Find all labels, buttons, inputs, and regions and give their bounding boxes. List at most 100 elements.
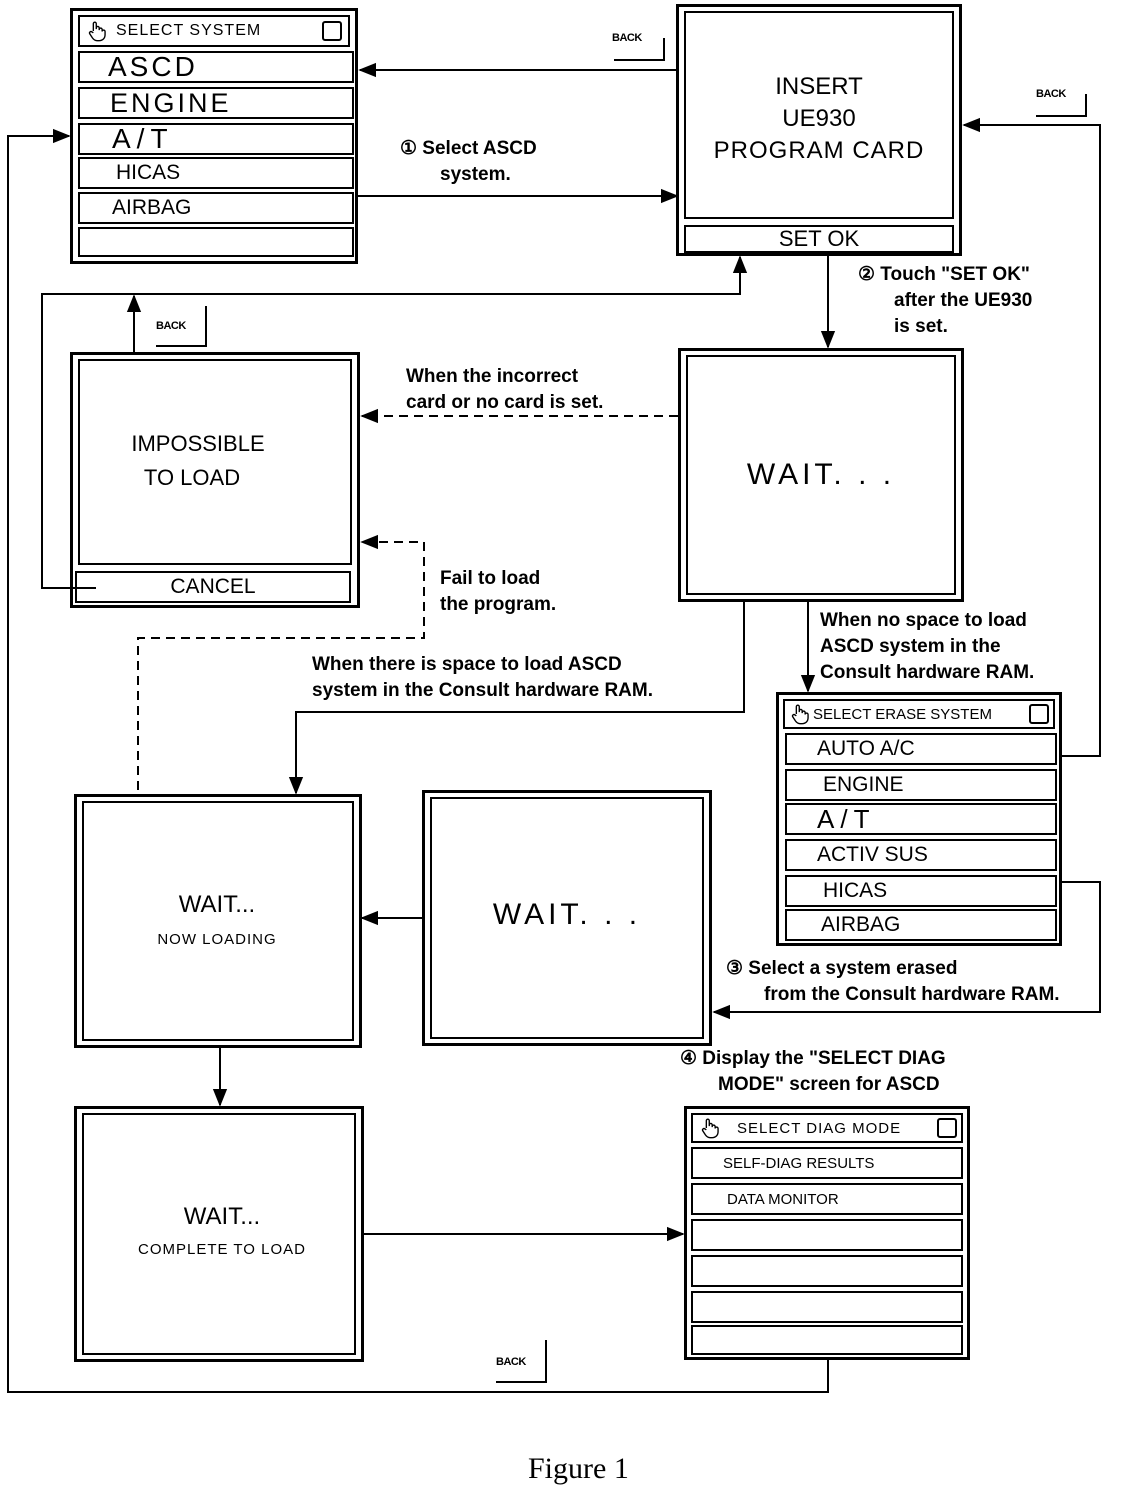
select-system-title: SELECT SYSTEM [116,22,262,39]
set-ok-button[interactable]: SET OK [684,225,954,253]
diag-item-label: SELF-DIAG RESULTS [723,1154,875,1172]
select-system-screen: SELECT SYSTEM ASCD ENGINE A/T HICAS AIRB… [70,8,358,264]
erase-item-label: AUTO A/C [817,737,915,760]
system-item-empty[interactable] [78,227,354,257]
erase-item-at[interactable]: A/T [785,803,1057,835]
system-item-at[interactable]: A/T [78,123,354,155]
erase-item-airbag[interactable]: AIRBAG [785,909,1057,941]
system-item-label: AIRBAG [112,196,192,219]
system-item-engine[interactable]: ENGINE [78,87,354,119]
screen-square-icon [322,21,342,41]
note-line: ASCD system in the [820,636,1001,657]
set-ok-label: SET OK [778,226,860,251]
system-item-ascd[interactable]: ASCD [78,51,354,83]
scroll-down-icon[interactable] [1029,704,1049,724]
note-line: from the Consult hardware RAM. [764,984,1060,1005]
insert-card-line-1: INSERT [775,73,863,100]
screen-square-icon [937,1118,957,1138]
touch-hand-icon [88,21,106,42]
insert-card-line-3: PROGRAM CARD [713,137,925,164]
figure-caption: Figure 1 [528,1452,629,1485]
note-incorrect-card: When the incorrect card or no card is se… [406,364,603,416]
select-diag-title: SELECT DIAG MODE [737,1119,902,1137]
diag-item-self-diag[interactable]: SELF-DIAG RESULTS [691,1147,963,1179]
select-diag-screen: SELECT DIAG MODE SELF-DIAG RESULTS DATA … [684,1106,970,1360]
diag-item-empty-2[interactable] [691,1255,963,1287]
diag-item-empty-3[interactable] [691,1291,963,1323]
diag-item-empty-1[interactable] [691,1219,963,1251]
note-line: the program. [440,594,557,615]
select-erase-title: SELECT ERASE SYSTEM [813,705,992,723]
erase-item-label: ACTIV SUS [817,843,928,866]
diag-item-empty-4[interactable] [691,1325,963,1355]
back-label-insert: BACK [612,32,642,44]
select-erase-header: SELECT ERASE SYSTEM [783,699,1055,729]
select-erase-screen: SELECT ERASE SYSTEM AUTO A/C ENGINE A/T … [776,692,1062,946]
note-no-space: When no space to load ASCD system in the… [820,608,1034,686]
note-step3: ③ Select a system erased from the Consul… [726,956,1060,1008]
wait-screen-middle: WAIT. . . [422,790,712,1046]
complete-load-screen: WAIT... COMPLETE TO LOAD [74,1106,364,1362]
note-line: ③ Select a system erased [726,958,958,979]
system-item-label: ENGINE [110,87,232,118]
back-label-erase: BACK [1036,88,1066,100]
impossible-line-1: IMPOSSIBLE [131,431,265,456]
note-line: When no space to load [820,610,1027,631]
complete-load-title: WAIT... [183,1203,261,1230]
note-line: Consult hardware RAM. [820,662,1035,683]
impossible-load-display [78,359,352,565]
now-loading-screen: WAIT... NOW LOADING [74,794,362,1048]
now-loading-title: WAIT... [178,891,256,918]
erase-item-label: ENGINE [823,773,904,796]
erase-item-label: A/T [817,803,876,834]
complete-load-subtitle: COMPLETE TO LOAD [138,1241,306,1258]
complete-load-display [82,1113,356,1355]
erase-item-auto-ac[interactable]: AUTO A/C [785,733,1057,765]
wait-screen-top: WAIT. . . [678,348,964,602]
system-item-label: HICAS [116,161,181,184]
note-line: after the UE930 [894,290,1033,311]
note-line: system. [440,164,511,185]
system-item-airbag[interactable]: AIRBAG [78,192,354,224]
note-line: When the incorrect [406,366,579,387]
note-line: Fail to load [440,568,541,589]
back-label-impossible: BACK [156,320,186,332]
select-diag-header: SELECT DIAG MODE [691,1113,963,1143]
note-step4: ④ Display the "SELECT DIAG MODE" screen … [680,1046,946,1098]
erase-item-hicas[interactable]: HICAS [785,875,1057,907]
note-line: ② Touch "SET OK" [858,264,1030,285]
system-item-label: ASCD [108,51,198,82]
note-line: ① Select ASCD [400,138,537,159]
wait-middle-text: WAIT. . . [492,898,642,931]
note-line: When there is space to load ASCD [312,654,622,675]
note-space-ok: When there is space to load ASCD system … [312,652,653,704]
select-system-header: SELECT SYSTEM [78,15,350,47]
system-item-hicas[interactable]: HICAS [78,157,354,189]
note-line: card or no card is set. [406,392,604,413]
erase-item-label: HICAS [823,879,888,902]
note-step2: ② Touch "SET OK" after the UE930 is set. [858,262,1032,340]
cancel-button[interactable]: CANCEL [75,571,351,603]
note-line: ④ Display the "SELECT DIAG [680,1048,946,1069]
diag-item-data-monitor[interactable]: DATA MONITOR [691,1183,963,1215]
insert-card-line-2: UE930 [782,105,856,132]
impossible-line-2: TO LOAD [143,465,241,490]
cancel-label: CANCEL [170,575,256,598]
insert-card-screen: INSERT UE930 PROGRAM CARD SET OK [676,4,962,256]
erase-item-engine[interactable]: ENGINE [785,769,1057,801]
erase-item-activ-sus[interactable]: ACTIV SUS [785,839,1057,871]
note-fail-load: Fail to load the program. [440,566,556,618]
diag-item-label: DATA MONITOR [727,1190,839,1208]
touch-hand-icon [701,1118,719,1139]
impossible-load-screen: IMPOSSIBLE TO LOAD CANCEL [70,352,360,608]
note-line: is set. [894,316,948,337]
back-label-diag: BACK [496,1356,526,1368]
erase-item-label: AIRBAG [821,913,901,936]
now-loading-subtitle: NOW LOADING [157,931,277,948]
wait-top-text: WAIT. . . [746,458,896,491]
touch-hand-icon [791,704,809,725]
system-item-label: A/T [112,123,174,154]
note-line: system in the Consult hardware RAM. [312,680,654,701]
note-step1: ① Select ASCD system. [400,136,537,188]
